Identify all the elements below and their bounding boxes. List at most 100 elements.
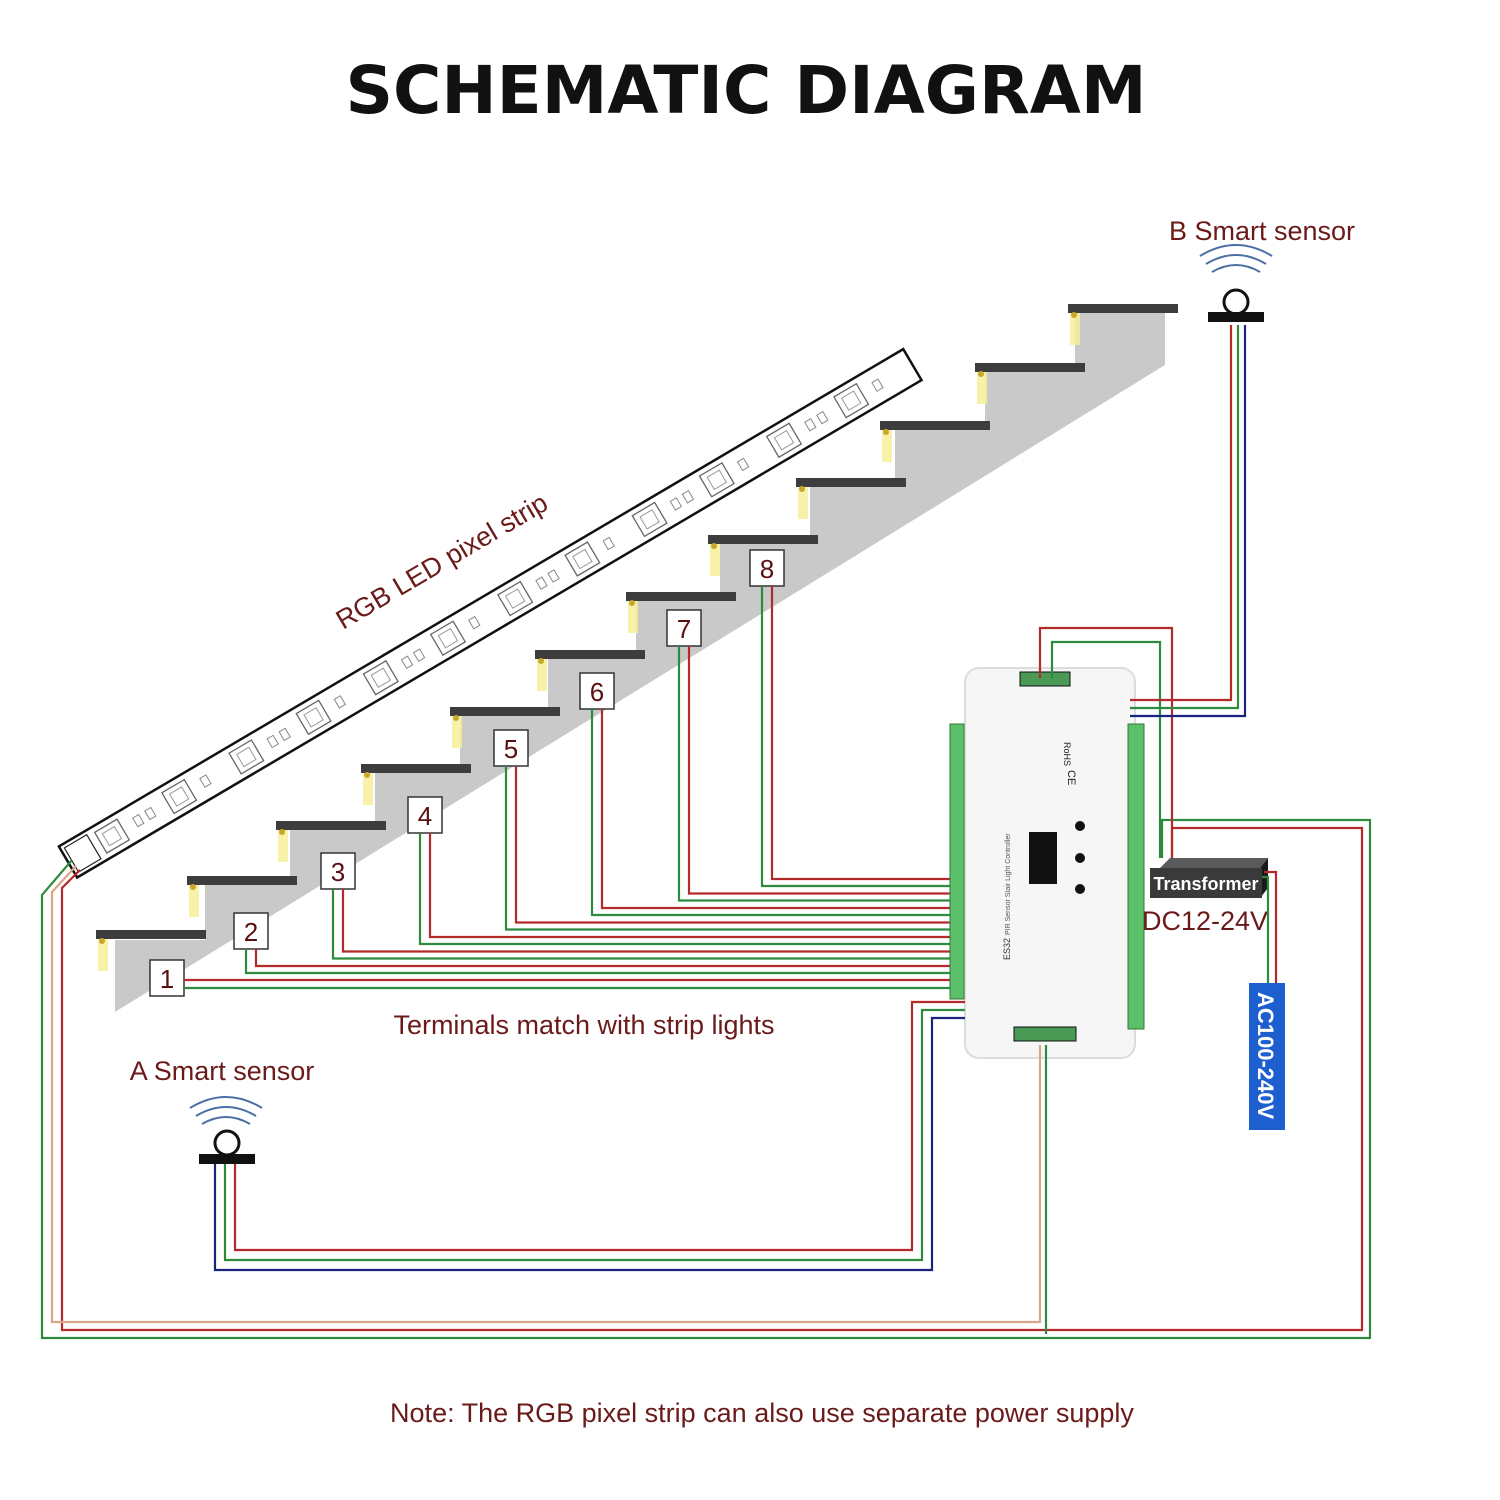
resistor bbox=[131, 813, 145, 828]
controller-display bbox=[1029, 832, 1057, 884]
led-chip bbox=[765, 422, 803, 459]
pir-sensor-icon bbox=[213, 1129, 241, 1157]
step-light-icon bbox=[278, 830, 288, 862]
terminals-label: Terminals match with strip lights bbox=[393, 1010, 774, 1040]
stair-tread bbox=[276, 821, 386, 862]
ce-mark: CE bbox=[1065, 770, 1077, 785]
a-sensor-label: A Smart sensor bbox=[130, 1056, 315, 1086]
wireless-waves-icon bbox=[189, 1096, 263, 1125]
step-wires bbox=[184, 586, 950, 990]
stair-tread bbox=[880, 421, 990, 462]
led-chip bbox=[631, 501, 668, 538]
resistor bbox=[547, 569, 560, 583]
ac-power-box: AC100-240V bbox=[1249, 983, 1285, 1130]
transformer: Transformer bbox=[1150, 858, 1268, 898]
stair-tread bbox=[626, 592, 736, 633]
step-light-icon bbox=[710, 544, 720, 576]
led-chip bbox=[295, 699, 332, 736]
step-box-5: 5 bbox=[493, 729, 529, 767]
controller-name: PIR Sensor Stair Light Controller bbox=[1005, 833, 1012, 935]
step-box-7: 7 bbox=[666, 609, 702, 647]
step-number: 4 bbox=[418, 801, 432, 831]
resistor bbox=[278, 727, 291, 742]
note-text: Note: The RGB pixel strip can also use s… bbox=[390, 1398, 1134, 1428]
resistor bbox=[412, 648, 426, 662]
led-chip bbox=[160, 778, 198, 815]
resistor bbox=[736, 457, 750, 472]
power-wires bbox=[40, 325, 1372, 1340]
stair-tread bbox=[96, 930, 206, 971]
resistor bbox=[681, 490, 695, 504]
controller: CE RoHS ES32 PIR Sensor Stair Light Cont… bbox=[949, 667, 1145, 1059]
step-number: 5 bbox=[504, 734, 518, 764]
step-light-icon bbox=[363, 773, 373, 805]
stair-tread bbox=[796, 478, 906, 519]
pir-sensor-icon bbox=[1222, 288, 1250, 316]
wireless-waves-icon bbox=[1199, 244, 1273, 273]
step-box-4: 4 bbox=[407, 796, 443, 834]
step-light-icon bbox=[452, 716, 462, 748]
step-terminal-boxes: 1 2 3 4 5 6 7 8 bbox=[149, 549, 785, 997]
led-chip bbox=[497, 580, 534, 617]
diagram-title: SCHEMATIC DIAGRAM bbox=[345, 52, 1146, 129]
led-chip bbox=[93, 818, 131, 854]
rohs-mark: RoHS bbox=[1062, 742, 1072, 766]
resistor bbox=[199, 774, 212, 788]
led-chip bbox=[362, 659, 399, 696]
resistor bbox=[400, 655, 414, 670]
led-chip bbox=[833, 382, 870, 419]
controller-model: ES32 bbox=[1002, 938, 1012, 960]
step-light-icon bbox=[628, 601, 638, 633]
stair-tread bbox=[1068, 304, 1178, 345]
up-button[interactable] bbox=[1075, 821, 1085, 831]
a-smart-sensor bbox=[189, 1096, 263, 1164]
rgb-led-strip bbox=[57, 347, 924, 880]
right-terminal-block bbox=[1127, 723, 1145, 1030]
stair-tread bbox=[975, 363, 1085, 404]
top-terminal-block bbox=[1019, 671, 1071, 687]
dc-voltage-label: DC12-24V bbox=[1142, 906, 1268, 936]
led-chip bbox=[698, 461, 735, 498]
step-number: 3 bbox=[331, 857, 345, 887]
resistor bbox=[669, 497, 683, 511]
step-box-1: 1 bbox=[149, 959, 185, 997]
step-light-icon bbox=[882, 430, 892, 462]
stair-tread bbox=[361, 764, 471, 805]
transformer-label: Transformer bbox=[1153, 874, 1258, 894]
step-light-icon bbox=[1070, 313, 1080, 345]
stair-tread bbox=[187, 876, 297, 917]
step-number: 1 bbox=[160, 964, 174, 994]
stair-tread bbox=[708, 535, 818, 576]
resistor bbox=[266, 734, 279, 749]
stair-tread bbox=[450, 707, 560, 748]
led-chip bbox=[429, 620, 467, 657]
stair-tread bbox=[535, 650, 645, 691]
step-light-icon bbox=[537, 659, 547, 691]
stair-treads bbox=[96, 304, 1178, 971]
step-number: 8 bbox=[760, 554, 774, 584]
resistor bbox=[816, 410, 829, 425]
mode-button[interactable] bbox=[1075, 884, 1085, 894]
step-box-2: 2 bbox=[233, 912, 269, 950]
resistor bbox=[804, 417, 817, 432]
left-terminal-block bbox=[949, 723, 965, 1000]
resistor bbox=[871, 378, 884, 392]
bottom-terminal-block bbox=[1013, 1026, 1077, 1042]
resistor bbox=[333, 695, 347, 709]
step-box-6: 6 bbox=[579, 672, 615, 710]
step-number: 7 bbox=[677, 614, 691, 644]
step-box-8: 8 bbox=[749, 549, 785, 587]
resistor bbox=[535, 576, 548, 590]
stair-cut bbox=[115, 365, 1165, 1012]
resistor bbox=[468, 615, 481, 630]
b-sensor-label: B Smart sensor bbox=[1169, 216, 1355, 246]
down-button[interactable] bbox=[1075, 853, 1085, 863]
resistor bbox=[144, 806, 157, 821]
step-light-icon bbox=[977, 372, 987, 404]
led-chip bbox=[228, 739, 265, 775]
step-box-3: 3 bbox=[320, 852, 356, 890]
step-light-icon bbox=[189, 885, 199, 917]
step-light-icon bbox=[98, 939, 108, 971]
step-light-icon bbox=[798, 487, 808, 519]
